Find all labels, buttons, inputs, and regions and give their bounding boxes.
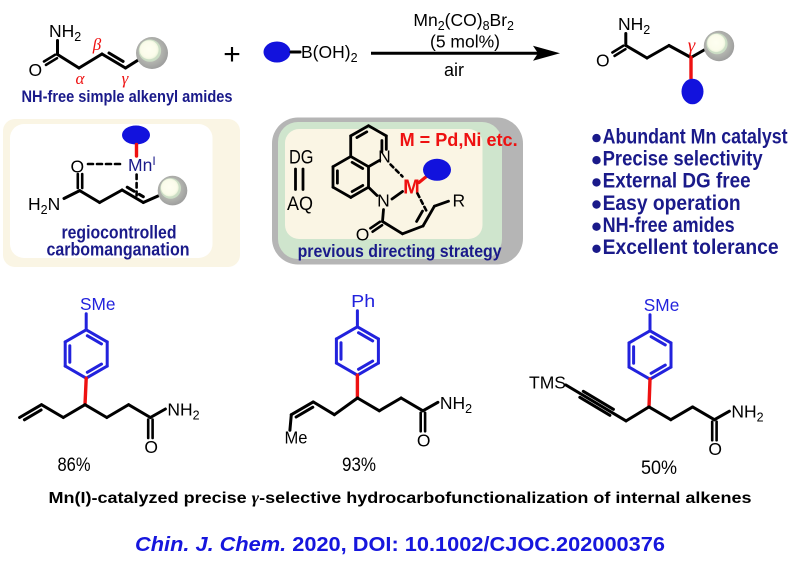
svg-text:Chin. J. Chem. 2020, DOI: 10.1: Chin. J. Chem. 2020, DOI: 10.1002/CJOC.2…	[135, 534, 665, 556]
svg-text:γ: γ	[122, 69, 130, 88]
svg-text:AQ: AQ	[287, 194, 313, 215]
svg-text:O: O	[708, 439, 722, 459]
svg-text:O: O	[417, 430, 431, 450]
svg-text:(5 mol%): (5 mol%)	[430, 32, 500, 52]
svg-text:N: N	[377, 191, 390, 211]
svg-text:B(OH)2: B(OH)2	[301, 42, 358, 65]
svg-text:β: β	[92, 35, 102, 54]
svg-text:Me: Me	[285, 428, 308, 448]
svg-text:γ: γ	[688, 36, 696, 57]
svg-text:Mn2(CO)8Br2: Mn2(CO)8Br2	[413, 10, 514, 33]
svg-text:NH2: NH2	[49, 21, 81, 44]
svg-text:SMe: SMe	[80, 294, 116, 314]
svg-text:NH2: NH2	[731, 402, 763, 425]
svg-text:NH2: NH2	[167, 400, 199, 423]
svg-text:R: R	[453, 191, 466, 211]
svg-text:Excellent tolerance: Excellent tolerance	[603, 236, 779, 259]
svg-text:previous directing strategy: previous directing strategy	[298, 241, 502, 261]
svg-text:TMS: TMS	[529, 373, 566, 393]
svg-text:O: O	[356, 225, 370, 245]
svg-text:regiocontrolled: regiocontrolled	[62, 223, 177, 243]
svg-text:External DG free: External DG free	[603, 170, 751, 193]
svg-text:NH2: NH2	[618, 14, 650, 37]
svg-text:MnI: MnI	[128, 154, 156, 175]
svg-text:Easy operation: Easy operation	[603, 192, 741, 215]
svg-text:M: M	[403, 177, 420, 199]
svg-text:50%: 50%	[641, 458, 677, 479]
svg-text:M = Pd,Ni etc.: M = Pd,Ni etc.	[400, 130, 518, 150]
svg-text:O: O	[71, 157, 85, 177]
svg-text:air: air	[444, 60, 464, 80]
svg-text:Abundant Mn catalyst: Abundant Mn catalyst	[603, 125, 788, 148]
svg-text:SMe: SMe	[644, 295, 680, 315]
svg-text:DG: DG	[289, 148, 314, 169]
svg-text:H2N: H2N	[28, 194, 60, 217]
svg-text:NH-free amides: NH-free amides	[603, 214, 735, 237]
svg-text:α: α	[76, 69, 86, 88]
svg-text:NH-free simple alkenyl amides: NH-free simple alkenyl amides	[22, 87, 233, 106]
svg-text:86%: 86%	[58, 455, 91, 476]
svg-text:carbomanganation: carbomanganation	[47, 240, 190, 260]
svg-text:Ph: Ph	[351, 291, 375, 311]
svg-text:O: O	[596, 51, 610, 71]
svg-text:Precise selectivity: Precise selectivity	[603, 148, 763, 171]
svg-text:O: O	[144, 437, 158, 457]
svg-text:N: N	[378, 147, 391, 167]
svg-text:Mn(I)-catalyzed precise γ-sele: Mn(I)-catalyzed precise γ-selective hydr…	[49, 490, 752, 507]
svg-text:NH2: NH2	[440, 393, 472, 416]
svg-text:+: +	[223, 38, 241, 71]
svg-text:O: O	[29, 60, 43, 80]
svg-text:93%: 93%	[342, 455, 376, 476]
